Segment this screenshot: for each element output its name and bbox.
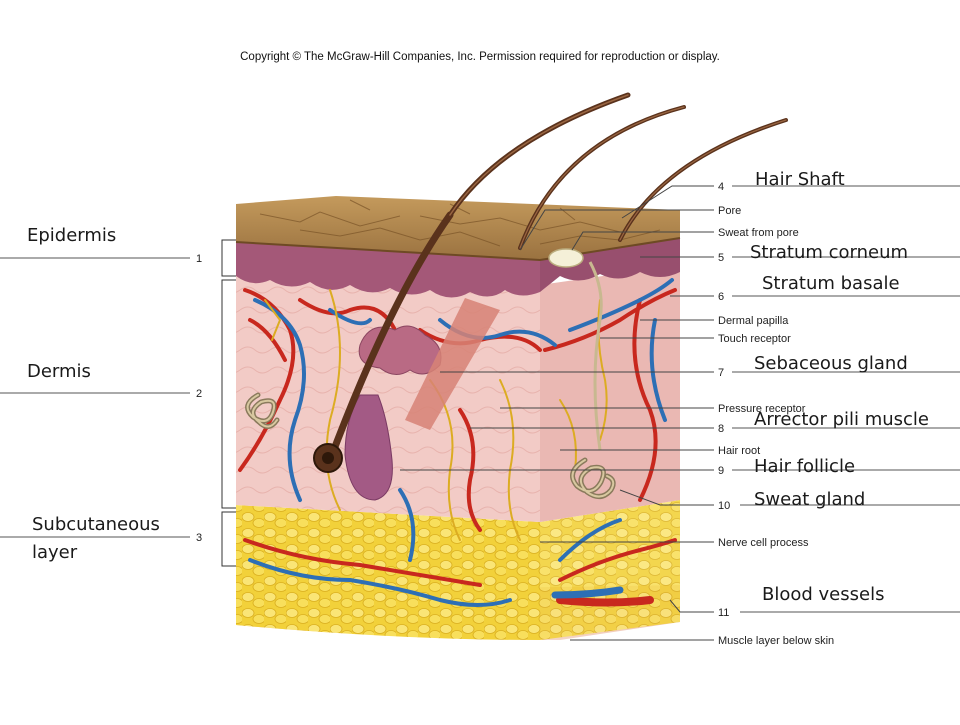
hair-shafts <box>326 92 788 464</box>
right-leader-lines <box>400 185 714 641</box>
label-touch-receptor: Touch receptor <box>718 333 791 345</box>
number-9: 9 <box>718 465 724 477</box>
number-2: 2 <box>196 388 202 400</box>
label-dermis: Dermis <box>27 361 91 382</box>
dermis-side <box>540 265 680 522</box>
number-1: 1 <box>196 253 202 265</box>
skin-block <box>235 92 788 640</box>
epidermis-side <box>540 238 680 292</box>
label-hair-follicle: Hair follicle <box>754 456 856 477</box>
label-muscle-layer: Muscle layer below skin <box>718 635 834 647</box>
label-sebaceous-gland: Sebaceous gland <box>754 353 908 374</box>
subcutaneous-fat-side <box>540 500 680 640</box>
label-subcutaneous-line2: layer <box>32 542 78 563</box>
right-numbers: 4 5 6 7 8 9 10 11 <box>718 181 730 619</box>
left-numbers: 1 2 3 <box>196 253 202 544</box>
arrector-pili-shape <box>405 298 500 430</box>
label-pressure-receptor: Pressure receptor <box>718 403 806 415</box>
number-4: 4 <box>718 181 724 193</box>
sweat-drop <box>548 248 584 268</box>
small-labels: Pore Sweat from pore Dermal papilla Touc… <box>718 205 834 647</box>
number-5: 5 <box>718 252 724 264</box>
label-epidermis: Epidermis <box>27 225 117 246</box>
label-subcutaneous-line1: Subcutaneous <box>32 514 160 535</box>
surface-texture <box>259 199 661 247</box>
number-8: 8 <box>718 423 724 435</box>
number-11: 11 <box>718 607 729 619</box>
label-dermal-papilla: Dermal papilla <box>718 315 789 327</box>
label-stratum-basale: Stratum basale <box>762 273 900 294</box>
left-leader-lines <box>0 257 190 538</box>
number-10: 10 <box>718 500 730 512</box>
right-label-lines <box>732 185 960 613</box>
number-7: 7 <box>718 367 724 379</box>
label-nerve-cell-process: Nerve cell process <box>718 537 809 549</box>
copyright-notice: Copyright © The McGraw-Hill Companies, I… <box>240 51 720 63</box>
label-stratum-corneum: Stratum corneum <box>750 242 909 263</box>
skin-surface <box>236 196 680 260</box>
left-brackets <box>221 239 236 567</box>
label-blood-vessels: Blood vessels <box>762 584 885 605</box>
sweat-gland-coils-light <box>246 394 615 498</box>
number-6: 6 <box>718 291 724 303</box>
hair-follicle-shape <box>344 394 393 501</box>
label-hair-shaft: Hair Shaft <box>755 169 845 190</box>
number-3: 3 <box>196 532 202 544</box>
label-pore: Pore <box>718 205 741 217</box>
label-sweat-gland: Sweat gland <box>754 489 866 510</box>
label-hair-root: Hair root <box>718 445 760 457</box>
label-sweat-from-pore: Sweat from pore <box>718 227 799 239</box>
label-arrector-pili-muscle: Arrector pili muscle <box>754 409 930 430</box>
